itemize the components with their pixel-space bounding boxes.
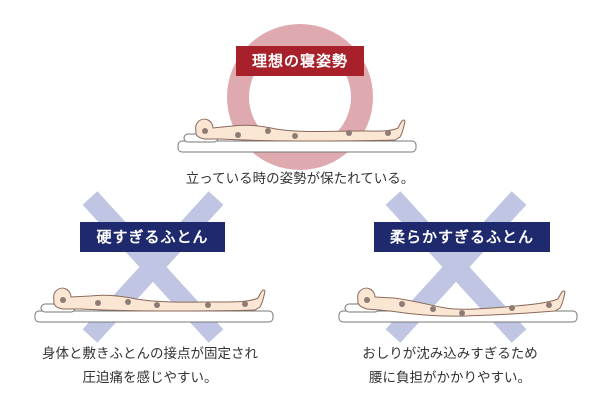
ideal-contact-points (202, 128, 391, 139)
soft-caption-line1: おしりが沈み込みすぎるため (362, 346, 538, 362)
hard-label: 硬すぎるふとん (80, 222, 225, 252)
hard-body (53, 287, 266, 312)
hard-caption-line1: 身体と敷きふとんの接点が固定され (42, 346, 258, 362)
soft-caption-line2: 腰に負担がかかりやすい。 (369, 370, 531, 386)
ideal-figure (177, 118, 417, 153)
soft-label: 柔らかすぎるふとん (374, 222, 550, 252)
ideal-mattress (177, 140, 417, 153)
hard-caption-line2: 圧迫痛を感じやすい。 (82, 370, 218, 386)
soft-contact-points (364, 297, 552, 316)
ideal-circle-icon (227, 24, 373, 170)
hard-mattress (34, 310, 274, 323)
ideal-caption: 立っている時の姿勢が保たれている。 (185, 171, 415, 187)
ideal-body (195, 118, 406, 142)
soft-figure (338, 287, 578, 323)
ideal-label: 理想の寝姿勢 (236, 46, 364, 76)
hard-figure (34, 287, 274, 323)
hard-contact-points (60, 297, 248, 308)
